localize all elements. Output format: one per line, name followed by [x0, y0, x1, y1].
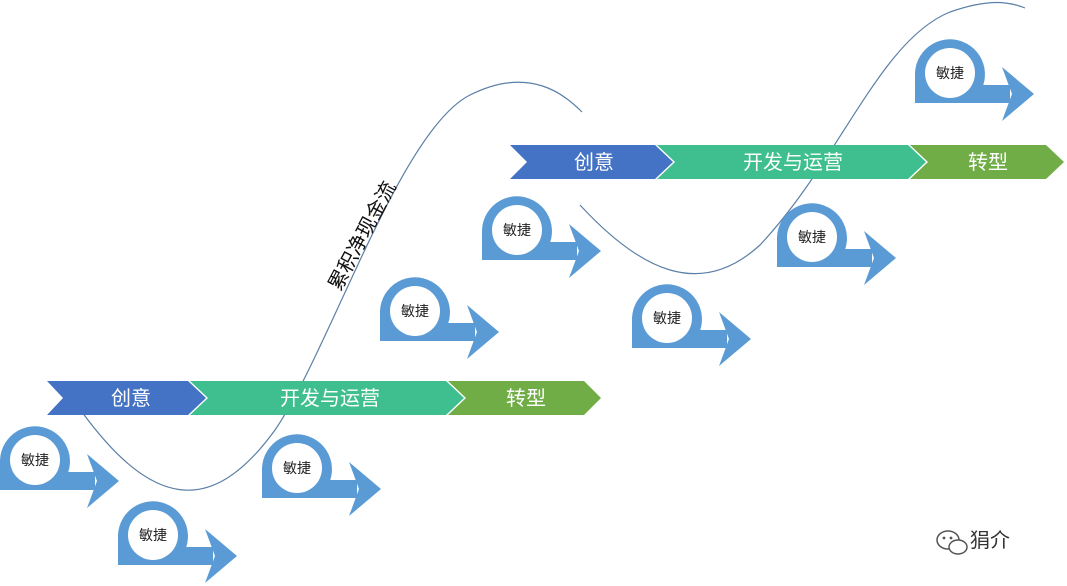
chevron-label: 创意 [574, 150, 614, 174]
agile-icon-label: 敏捷 [503, 223, 531, 239]
cash-flow-curve [81, 81, 583, 491]
agile-icon-label: 敏捷 [139, 528, 167, 544]
agile-icon-label: 敏捷 [653, 311, 681, 327]
agile-icon-label: 敏捷 [283, 461, 311, 477]
process-row-2: 创意 开发与运营 转型 [510, 145, 1064, 179]
chevron-ideation [510, 145, 673, 179]
process-row-1: 创意 开发与运营 转型 [47, 381, 601, 415]
wechat-icon [936, 530, 968, 555]
watermark-text: 狷介 [970, 528, 1010, 552]
chevron-development-operations [190, 381, 464, 415]
chevron-label: 转型 [968, 150, 1008, 174]
chevron-label: 创意 [111, 386, 151, 410]
agile-icon: 敏捷 [632, 284, 751, 366]
curve-label: 累积净现金流 [323, 177, 401, 294]
agile-icon-label: 敏捷 [21, 453, 49, 469]
chevron-label: 转型 [506, 386, 546, 410]
chevron-transformation [910, 145, 1064, 179]
chevron-transformation [448, 381, 601, 415]
chevron-label: 开发与运营 [743, 150, 843, 174]
watermark: 狷介 [936, 528, 1010, 555]
agile-icon: 敏捷 [0, 426, 119, 508]
agile-icon: 敏捷 [482, 196, 601, 278]
agile-icon: 敏捷 [915, 39, 1034, 122]
chevron-development-operations [657, 145, 926, 179]
agile-icon: 敏捷 [118, 501, 237, 583]
agile-icon-label: 敏捷 [798, 230, 826, 246]
agile-icon-label: 敏捷 [401, 304, 429, 320]
agile-icon-label: 敏捷 [936, 66, 964, 82]
chevron-ideation [47, 381, 206, 415]
chevron-label: 开发与运营 [280, 386, 380, 410]
agile-icon: 敏捷 [380, 277, 499, 359]
agile-icon: 敏捷 [777, 203, 896, 285]
agile-icon: 敏捷 [262, 434, 381, 516]
